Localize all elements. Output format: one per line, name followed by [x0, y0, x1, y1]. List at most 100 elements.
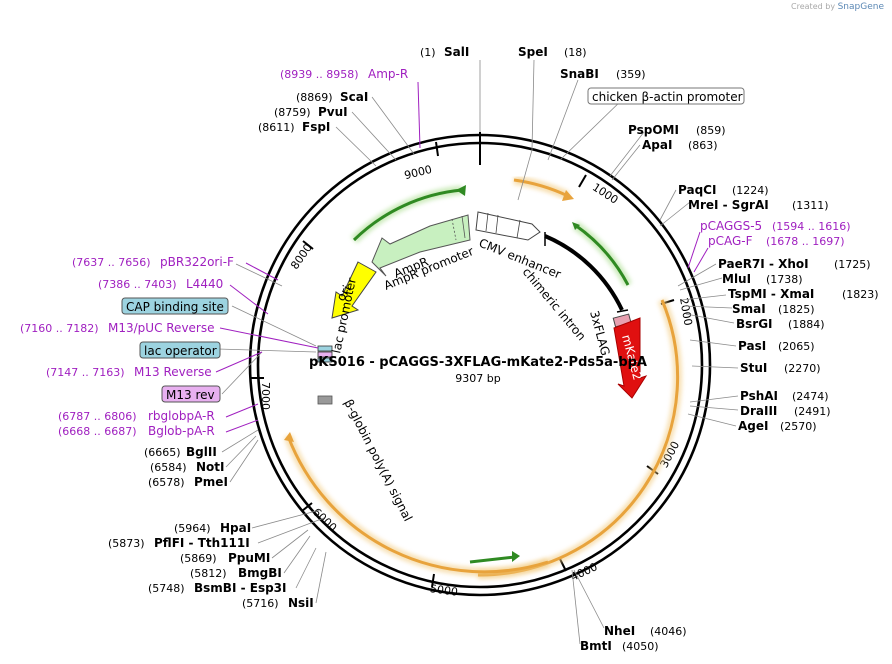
mkate2-arrow [613, 317, 648, 399]
watermark-brand: SnapGene [837, 2, 884, 12]
tick-8000 [302, 240, 314, 250]
enzyme-pflfi-tth111i: PflFI - Tth111I [154, 536, 250, 550]
enzyme-draiii-pos: (2491) [794, 405, 831, 418]
enzyme-hpai-pos: (5964) [174, 522, 211, 535]
enzyme-apai-pos: (863) [688, 139, 718, 152]
box-chicken-actin: chicken β-actin promoter [592, 90, 743, 104]
cmv-enhancer-arrow [475, 211, 541, 241]
primer-pcaggs5-range: (1594 .. 1616) [772, 220, 851, 233]
enzyme-sali-pos: (1) [420, 46, 436, 59]
boxed-feature-labels: chicken β-actin promoter CAP binding sit… [121, 87, 745, 403]
primer-m13puc: M13/pUC Reverse [108, 321, 215, 335]
enzyme-paqci-pos: (1224) [732, 184, 769, 197]
orf-arrowhead-2 [456, 185, 466, 196]
enzyme-bsmbi-esp3i: BsmBI - Esp3I [194, 581, 286, 595]
lac-box-2 [317, 351, 333, 358]
enzyme-pvui-pos: (8759) [274, 106, 311, 119]
tick-9000 [435, 141, 439, 157]
ori-arrow [331, 261, 377, 319]
enzyme-pflfi-tth111i-pos: (5873) [108, 537, 145, 550]
primer-m13puc-range: (7160 .. 7182) [20, 322, 99, 335]
orf-arrowhead-4 [284, 432, 294, 442]
box-m13rev: M13 rev [166, 388, 215, 402]
box-cap: CAP binding site [126, 300, 224, 314]
enzyme-paqci: PaqCI [678, 183, 716, 197]
tick-label-5000: 5000 [429, 582, 459, 599]
primer-l4440-range: (7386 .. 7403) [98, 278, 177, 291]
enzyme-pmei: PmeI [194, 475, 228, 489]
tick-label-7000: 7000 [259, 382, 272, 410]
primer-m13rev: M13 Reverse [134, 365, 212, 379]
enzyme-fspi-pos: (8611) [258, 121, 295, 134]
enzyme-stui-pos: (2270) [784, 362, 821, 375]
chimeric-intron-arc [544, 234, 624, 311]
primer-rbglobpa-range: (6787 .. 6806) [58, 410, 137, 423]
orf-arcs [283, 175, 683, 580]
label-flag: 3xFLAG [587, 309, 612, 357]
enzyme-apai: ApaI [642, 138, 672, 152]
enzyme-mlui-pos: (1738) [766, 273, 803, 286]
tick-label-1000: 1000 [590, 181, 621, 207]
snapgene-watermark: Created by SnapGene [791, 2, 884, 12]
enzyme-bmgbi-pos: (5812) [190, 567, 227, 580]
primer-pbr322-range: (7637 .. 7656) [72, 256, 151, 269]
enzyme-snabi: SnaBI [560, 67, 599, 81]
enzyme-tspmi-xmai-pos: (1823) [842, 288, 879, 301]
tick-label-9000: 9000 [403, 163, 433, 182]
enzyme-nsii: NsiI [288, 596, 314, 610]
tick-6000 [301, 502, 313, 512]
lac-box-3 [317, 357, 333, 363]
enzyme-noti: NotI [196, 460, 225, 474]
enzyme-bmgbi: BmgBI [238, 566, 282, 580]
primer-pcaggs5: pCAGGS-5 [700, 219, 762, 233]
label-polya: β-globin poly(A) signal [341, 397, 415, 524]
primer-l4440: L4440 [186, 277, 223, 291]
plasmid-name: pKS016 - pCAGGS-3XFLAG-mKate2-Pds5a-bpA [309, 355, 647, 370]
enzyme-stui: StuI [740, 361, 767, 375]
enzyme-mrei-sgrai-pos: (1311) [792, 199, 829, 212]
orf-bottom-left [286, 435, 549, 574]
enzyme-smai-pos: (1825) [778, 303, 815, 316]
enzyme-pshai: PshAI [740, 389, 778, 403]
enzyme-scai: ScaI [340, 90, 368, 104]
enzyme-pasi-pos: (2065) [778, 340, 815, 353]
box-chicken-actin-bg [587, 87, 745, 105]
tick-labels: 1000 2000 3000 4000 5000 6000 7000 8000 … [259, 163, 695, 599]
plasmid-length: 9307 bp [455, 372, 500, 385]
enzyme-noti-pos: (6584) [150, 461, 187, 474]
leader-lines [217, 59, 739, 645]
enzyme-snabi-pos: (359) [616, 68, 646, 81]
box-lac-operator-bg [139, 341, 221, 359]
enzyme-pspomi-pos: (859) [696, 124, 726, 137]
tick-1000 [578, 174, 587, 188]
enzyme-smai: SmaI [732, 302, 766, 316]
primer-rbglobpa: rbglobpA-R [148, 409, 215, 423]
enzyme-nhei: NheI [604, 624, 635, 638]
box-m13rev-bg [161, 385, 221, 403]
enzyme-nsii-pos: (5716) [242, 597, 279, 610]
box-lac-operator: lac operator [144, 344, 217, 358]
enzyme-fspi: FspI [302, 120, 330, 134]
enzyme-nhei-pos: (4046) [650, 625, 687, 638]
primer-m13rev-range: (7147 .. 7163) [46, 366, 125, 379]
orf-segment-green [469, 555, 516, 564]
enzyme-bglii: BglII [186, 445, 217, 459]
primer-bglobpa: Bglob-pA-R [148, 424, 215, 438]
box-cap-bg [121, 297, 229, 315]
enzyme-pvui: PvuI [318, 105, 348, 119]
ampr-arrow [371, 214, 471, 277]
primer-leaders [215, 81, 709, 433]
tick-label-2000: 2000 [677, 297, 695, 327]
enzyme-agei-pos: (2570) [780, 420, 817, 433]
primer-labels: (8939 .. 8958) Amp-R pCAGGS-5 (1594 .. 1… [20, 67, 851, 438]
watermark-prefix: Created by [791, 2, 836, 11]
tick-5000 [431, 573, 435, 588]
enzyme-sali: SalI [444, 45, 469, 59]
orf-arrowhead-5 [512, 551, 520, 562]
lac-box-1 [317, 345, 333, 352]
enzyme-tspmi-xmai: TspMI - XmaI [728, 287, 814, 301]
enzyme-paer7i-xhoi-pos: (1725) [834, 258, 871, 271]
enzyme-paer7i-xhoi: PaeR7I - XhoI [718, 257, 809, 271]
enzyme-spei: SpeI [518, 45, 548, 59]
